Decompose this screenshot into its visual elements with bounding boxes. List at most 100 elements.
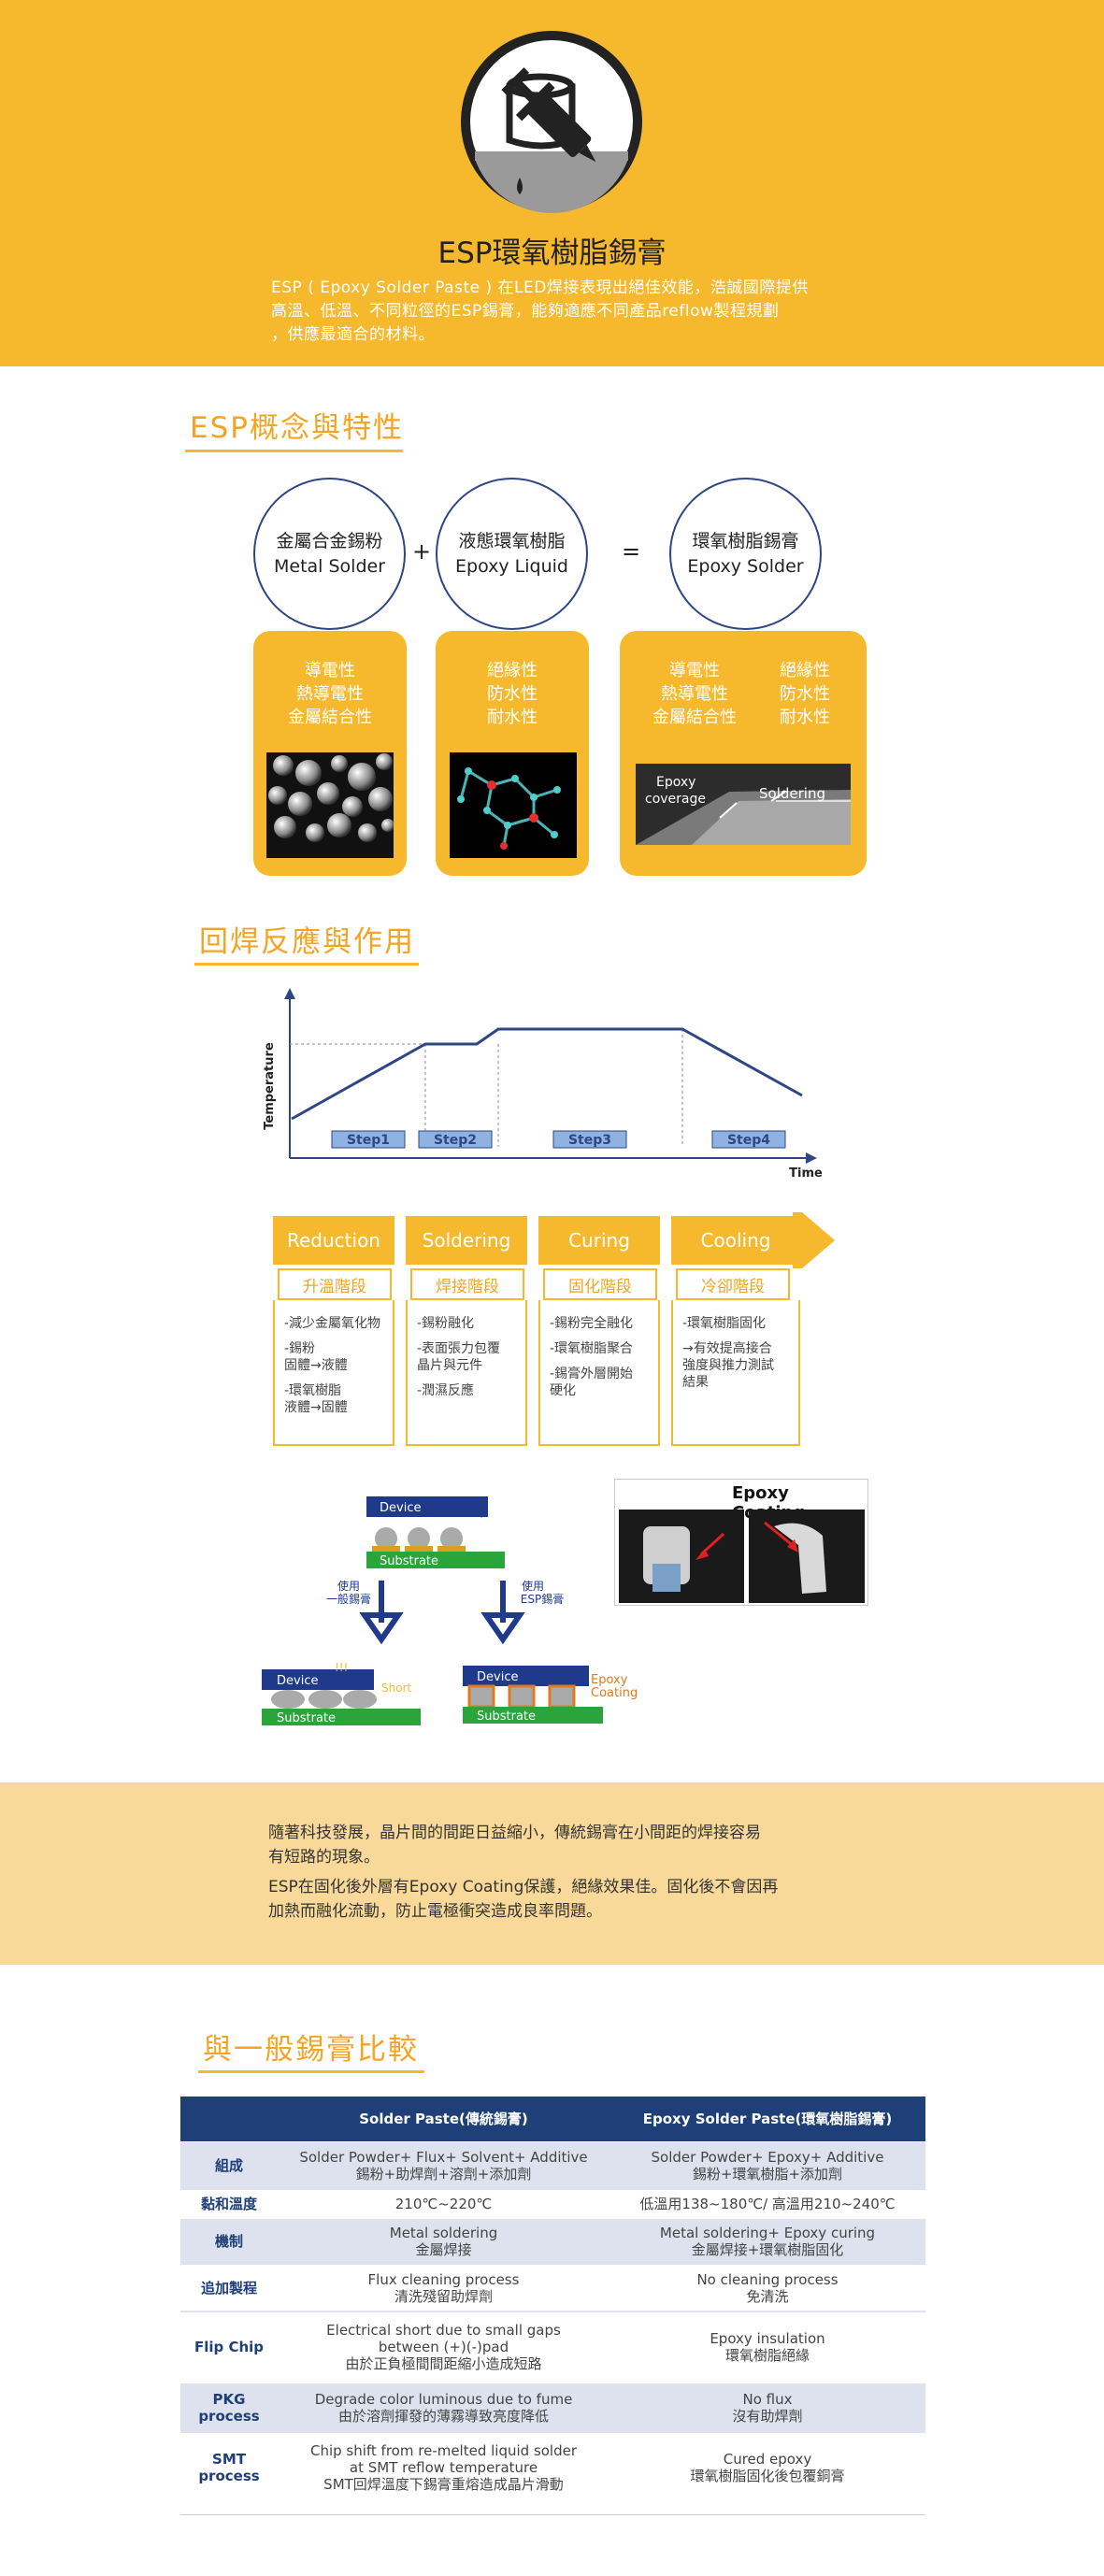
hero-desc-line: ESP ( Epoxy Solder Paste ) 在LED焊接表現出絕佳效能… (271, 279, 809, 297)
property-item: 絕緣性 (487, 661, 538, 680)
stage-label-zh: 固化階段 (543, 1268, 657, 1300)
row-heading: 追加製程 (200, 2279, 257, 2297)
stage-header-reduction: Reduction (273, 1216, 394, 1265)
table-header-cell: Epoxy Solder Paste(環氧樹脂錫膏) (609, 2097, 925, 2141)
hero-desc-line: ，供應最適合的材料。 (271, 325, 435, 344)
cell-line: 清洗殘留助焊劑 (394, 2287, 493, 2305)
x-axis-label: Time (789, 1166, 823, 1181)
section-title-reflow: 回焊反應與作用 (199, 925, 415, 959)
stage-details-reduction: -減少金屬氧化物 -錫粉 固體→液體 -環氧樹脂 液體→固體 (273, 1300, 394, 1446)
stage-details-cooling: -環氧樹脂固化 →有效提高接合 強度與推力測試 結果 (671, 1300, 800, 1446)
circle-label-en: Metal Solder (273, 555, 386, 577)
table-cell: 低溫用138~180℃/ 高溫用210~240℃ (609, 2190, 925, 2218)
row-heading: 機制 (180, 2218, 278, 2265)
substrate-label: Substrate (477, 1710, 536, 1724)
cell-line: Degrade color luminous due to fume (314, 2391, 573, 2408)
row-heading: 組成 (180, 2141, 278, 2190)
detail-item: -錫膏外層開始 硬化 (550, 1367, 634, 1398)
circle-label-zh: 液態環氧樹脂 (458, 530, 566, 551)
cell-line: No cleaning process (696, 2270, 839, 2288)
detail-item: -錫粉融化 (417, 1316, 475, 1331)
image-label-coverage: coverage (645, 792, 706, 807)
table-row: Flip Chip Electrical short due to small … (180, 2311, 925, 2383)
table-header-cell (180, 2097, 278, 2141)
property-list: 導電性 熱導電性 金屬結合性 (253, 659, 407, 729)
property-item: 防水性 (780, 684, 830, 704)
cell-line: at SMT reflow temperature (349, 2459, 538, 2476)
band-line: ESP在固化後外層有Epoxy Coating保護，絕緣效果佳。固化後不會因再 (268, 1878, 779, 1896)
cell-line: 免清洗 (746, 2287, 789, 2305)
circle-label-en: Epoxy Solder (687, 555, 804, 577)
branch-label: ESP錫膏 (521, 1592, 564, 1606)
property-item: 熱導電性 (296, 684, 364, 704)
circle-metal-solder: 金屬合金錫粉 Metal Solder (253, 478, 406, 630)
detail-item: -表面張力包覆 晶片與元件 (417, 1341, 501, 1373)
cell-line: Cured epoxy (723, 2451, 812, 2468)
property-item: 耐水性 (780, 708, 830, 727)
circle-label-en: Epoxy Liquid (455, 555, 568, 577)
hero-description: ESP ( Epoxy Solder Paste ) 在LED焊接表現出絕佳效能… (271, 277, 851, 347)
circle-epoxy-solder: 環氧樹脂錫膏 Epoxy Solder (669, 478, 822, 630)
band-paragraph-1: 隨著科技發展，晶片間的間距日益縮小，傳統錫膏在小間距的焊接容易 有短路的現象。 (268, 1821, 867, 1869)
cell-line: 金屬焊接 (415, 2241, 472, 2258)
cell-line: 210℃~220℃ (394, 2196, 493, 2212)
band-line: 加熱而融化流動，防止電極衝突造成良率問題。 (268, 1902, 602, 1921)
property-item: 金屬結合性 (652, 708, 737, 727)
cell-line: Electrical short due to small gaps (326, 2322, 561, 2340)
cell-line: Metal soldering (389, 2225, 498, 2241)
property-item: 耐水性 (487, 708, 538, 727)
table-cell: 210℃~220℃ (278, 2190, 609, 2218)
cell-line: 低溫用138~180℃/ 高溫用210~240℃ (639, 2196, 896, 2212)
circle-label-zh: 環氧樹脂錫膏 (692, 530, 799, 551)
metal-powder-micrograph (266, 752, 394, 858)
cell-line: 由於正負極間間距縮小造成短路 (345, 2355, 542, 2373)
property-item: 導電性 (305, 661, 355, 680)
cell-line: between (+)(-)pad (378, 2339, 509, 2356)
property-list-left: 導電性 熱導電性 金屬結合性 (643, 659, 746, 729)
section-title-concept: ESP概念與特性 (190, 411, 404, 445)
stage-details-curing: -錫粉完全融化 -環氧樹脂聚合 -錫膏外層開始 硬化 (538, 1300, 660, 1446)
section-title-compare: 與一般錫膏比較 (203, 2033, 419, 2067)
image-label-soldering: Soldering (759, 785, 825, 802)
table-row: 組成 Solder Powder+ Flux+ Solvent+ Additiv… (180, 2141, 925, 2190)
cell-line: 環氧樹脂絕緣 (724, 2347, 810, 2365)
step-labels: Step1 Step2 Step3 Step4 (331, 1130, 786, 1149)
property-item: 熱導電性 (661, 684, 728, 704)
stage-header-curing: Curing (538, 1216, 660, 1265)
short-circuit-diagram: Device Substrate 使用 一般錫膏 使用 ESP錫膏 Device… (262, 1496, 638, 1725)
epoxy-solder-cross-section: Epoxy coverage Soldering (636, 764, 851, 845)
table-header-row: Solder Paste(傳統錫膏) Epoxy Solder Paste(環氧… (180, 2097, 925, 2141)
property-item: 金屬結合性 (288, 708, 372, 727)
cell-line: Flux cleaning process (367, 2270, 520, 2288)
equals-sign: = (622, 538, 641, 565)
row-heading: 黏和溫度 (200, 2196, 257, 2212)
y-axis-label: Temperature (263, 1042, 277, 1130)
stage-header-soldering: Soldering (406, 1216, 527, 1265)
plus-sign: + (412, 538, 432, 565)
detail-item: →有效提高接合 強度與推力測試 結果 (682, 1341, 774, 1390)
section-underline (194, 963, 419, 966)
cell-line: 金屬焊接+環氧樹脂固化 (691, 2241, 844, 2258)
band-paragraph-2: ESP在固化後外層有Epoxy Coating保護，絕緣效果佳。固化後不會因再 … (268, 1875, 867, 1924)
table-row: 黏和溫度 210℃~220℃ 低溫用138~180℃/ 高溫用210~240℃ (180, 2190, 925, 2218)
cell-line: Chip shift from re-melted liquid solder (309, 2442, 578, 2459)
image-label-epoxy: Epoxy (656, 775, 696, 790)
stage-label-zh: 冷卻階段 (676, 1268, 790, 1300)
detail-item: -環氧樹脂 液體→固體 (284, 1383, 348, 1415)
cell-line: Solder Powder+ Flux+ Solvent+ Additive (299, 2149, 588, 2166)
cell-line: Solder Powder+ Epoxy+ Additive (651, 2149, 884, 2166)
process-arrow (793, 1212, 835, 1268)
cell-line: 錫粉+助焊劑+溶劑+添加劑 (355, 2166, 532, 2182)
epoxy-molecule-model (450, 752, 577, 858)
table-row: SMT process Chip shift from re-melted li… (180, 2433, 925, 2502)
